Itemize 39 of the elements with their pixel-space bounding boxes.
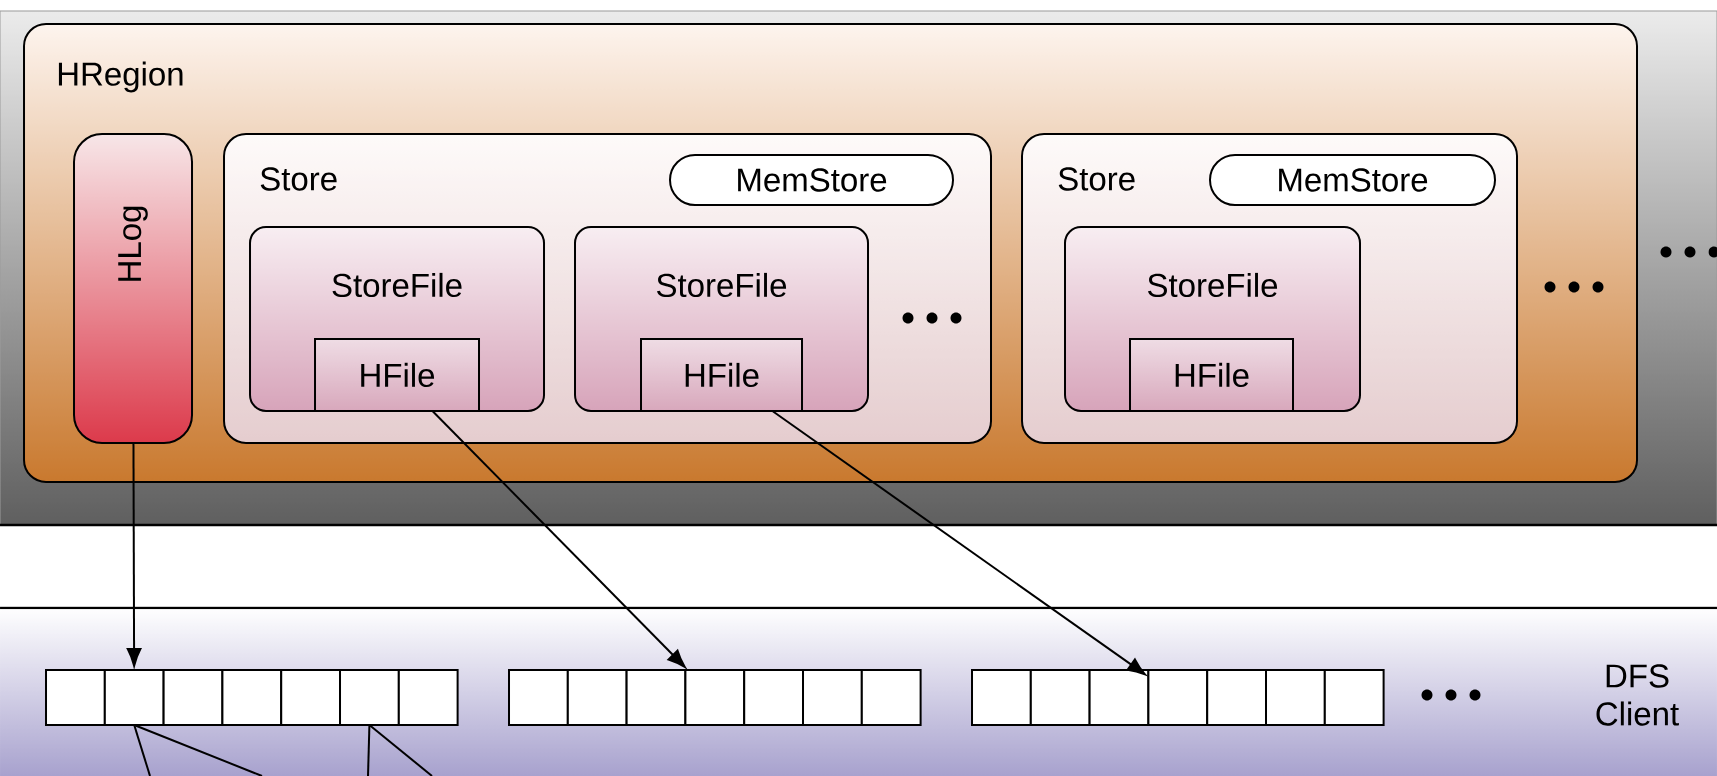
node-label: StoreFile (657, 272, 787, 298)
arrow (431, 410, 686, 668)
block-cell (860, 669, 922, 726)
memstore-pill: MemStore (1209, 154, 1496, 206)
node-label: DFS Client (1596, 664, 1679, 726)
block-cell (221, 669, 283, 726)
node-label: StoreFile (332, 272, 462, 298)
block-cell (1147, 669, 1209, 726)
log-box (73, 133, 193, 444)
block-cell (280, 669, 341, 726)
block-cell (103, 669, 165, 726)
block-cell (971, 669, 1032, 726)
block-cell (743, 669, 804, 726)
block-cell (397, 669, 459, 726)
memstore-pill: MemStore (669, 154, 954, 206)
block-cell (1029, 669, 1091, 726)
block-cell (1265, 669, 1326, 726)
block-cell (566, 669, 628, 726)
node-label: StoreFile (1148, 272, 1278, 298)
block-cell (802, 669, 863, 726)
block-cell (339, 669, 400, 726)
block-cell (684, 669, 746, 726)
block-cell (1088, 669, 1150, 726)
node-label: HRegion (58, 61, 183, 93)
hfile-box: HFile (640, 338, 803, 412)
node-label: HLog (118, 206, 148, 281)
block-cell (508, 669, 569, 726)
node-label: Store (260, 167, 337, 191)
hfile-box: HFile (1129, 338, 1294, 412)
hfile-box: HFile (314, 338, 480, 412)
node-label: Store (1058, 167, 1135, 191)
arrow (771, 410, 1146, 676)
dfs-client-band (0, 606, 1717, 610)
block-cell (625, 669, 687, 726)
block-cell (162, 669, 224, 726)
block-cell (45, 669, 106, 726)
block-cell (1323, 669, 1385, 726)
arrow (126, 442, 142, 667)
block-cell (1206, 669, 1267, 726)
